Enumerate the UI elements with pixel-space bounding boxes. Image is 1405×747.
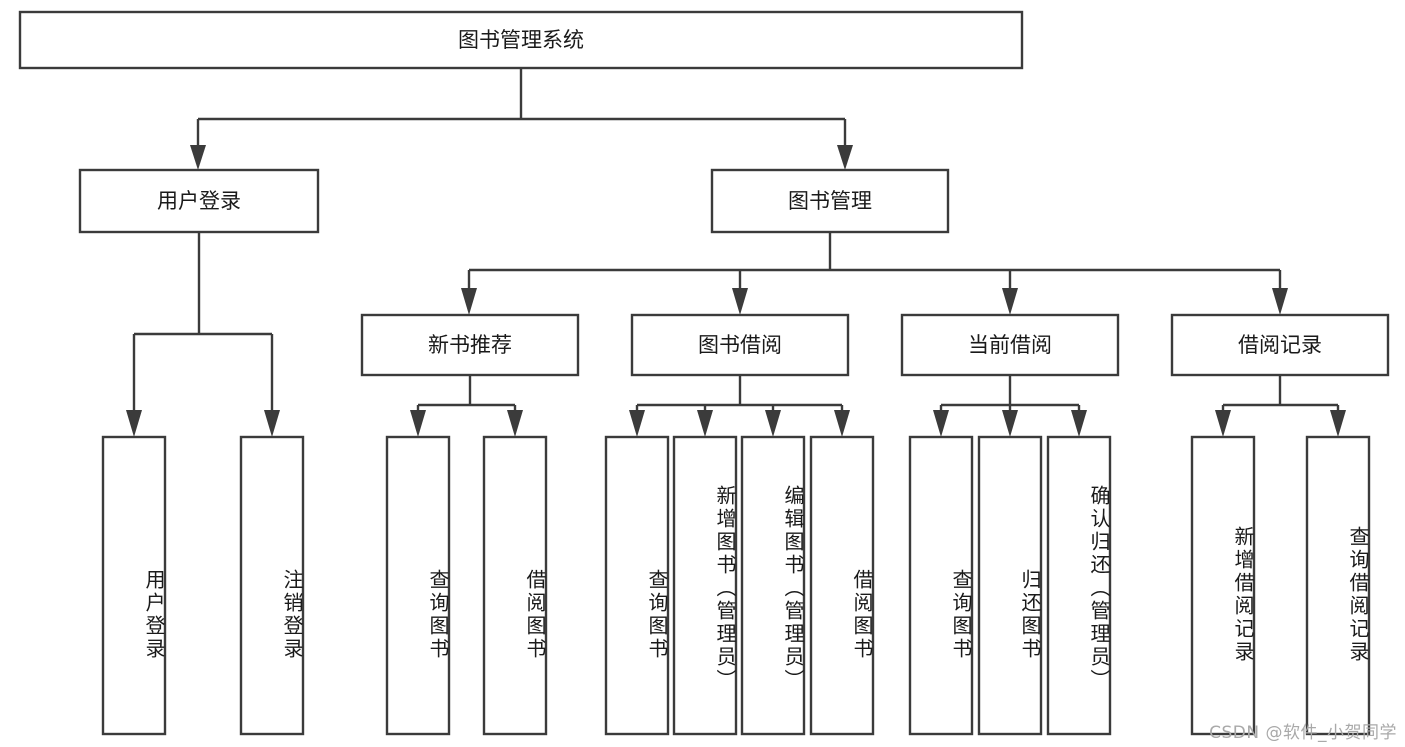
leaf-current-borrow-1[interactable] [908, 435, 974, 736]
node-borrow-record-label: 借阅记录 [1238, 333, 1322, 357]
node-book-borrow[interactable]: 图书借阅 [630, 313, 850, 377]
node-user-login[interactable]: 用户登录 [78, 168, 320, 234]
leaf-book-borrow-3[interactable] [740, 435, 806, 736]
node-root-label: 图书管理系统 [458, 28, 584, 52]
connector-bookborrow-to-leaves [629, 375, 850, 437]
leaf-book-borrow-2[interactable] [672, 435, 738, 736]
leaf-book-borrow-4[interactable] [809, 435, 875, 736]
connector-newbook-to-leaves [410, 375, 523, 437]
leaf-current-borrow-3[interactable] [1046, 435, 1112, 736]
node-book-borrow-label: 图书借阅 [698, 333, 782, 357]
leaf-borrow-record-2[interactable] [1305, 435, 1371, 736]
leaf-borrow-record-1[interactable] [1190, 435, 1256, 736]
leaf-book-borrow-1[interactable] [604, 435, 670, 736]
leaf-new-book-2[interactable] [482, 435, 548, 736]
node-new-book-recommend[interactable]: 新书推荐 [360, 313, 580, 377]
node-book-management-label: 图书管理 [788, 189, 872, 213]
leaf-user-login-2[interactable] [239, 435, 305, 736]
node-borrow-record[interactable]: 借阅记录 [1170, 313, 1390, 377]
node-user-login-label: 用户登录 [157, 189, 241, 213]
leaf-user-login-1[interactable] [101, 435, 167, 736]
node-root[interactable]: 图书管理系统 [18, 10, 1024, 70]
watermark-text: CSDN @软件_小贺同学 [1209, 723, 1397, 743]
node-book-management[interactable]: 图书管理 [710, 168, 950, 234]
node-current-borrow[interactable]: 当前借阅 [900, 313, 1120, 377]
connector-root-to-level2 [190, 68, 853, 170]
node-new-book-recommend-label: 新书推荐 [428, 333, 512, 357]
leaf-new-book-1[interactable] [385, 435, 451, 736]
leaf-current-borrow-2[interactable] [977, 435, 1043, 736]
node-current-borrow-label: 当前借阅 [968, 333, 1052, 357]
connector-userlogin-to-leaves [126, 232, 280, 437]
connector-bookmgmt-to-level3 [461, 232, 1288, 315]
connector-borrowrecord-to-leaves [1215, 375, 1346, 437]
connector-currentborrow-to-leaves [933, 375, 1087, 437]
